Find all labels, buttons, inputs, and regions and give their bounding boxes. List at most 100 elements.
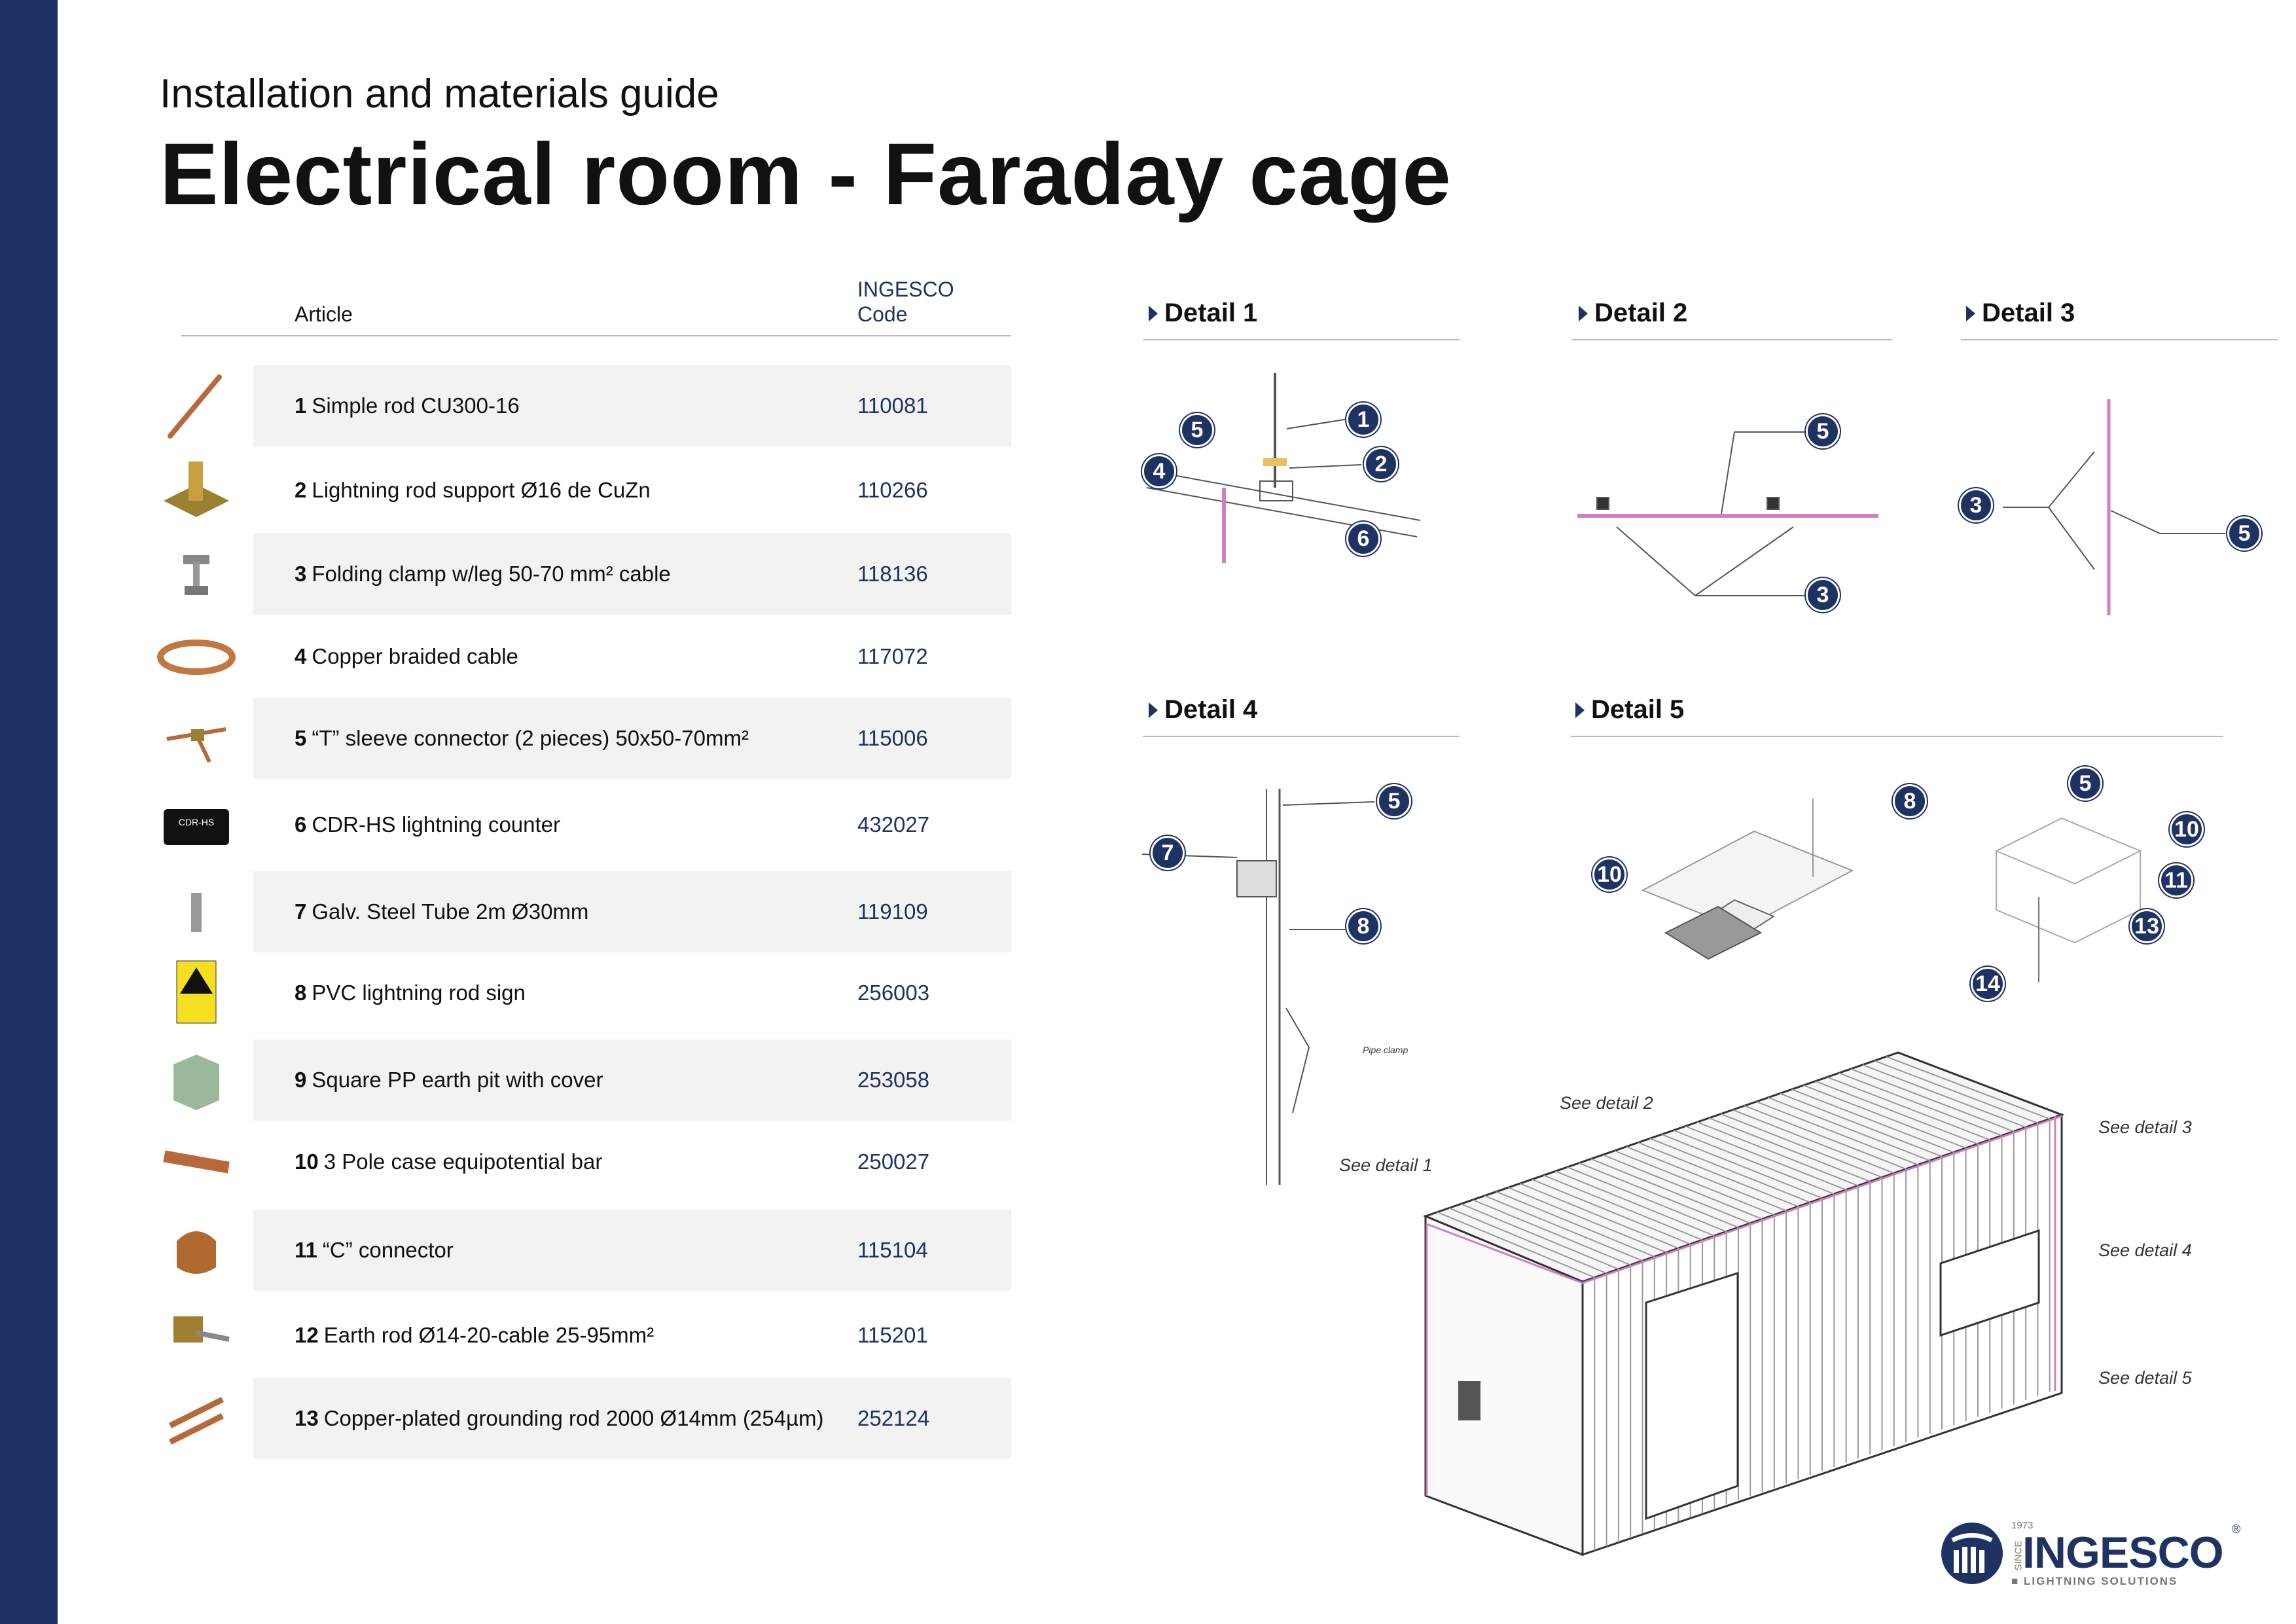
column-header-code: Code [857,302,908,326]
article-number: 2 [295,478,307,502]
divider [1572,339,1892,340]
article-label: Copper braided cable [312,644,518,668]
article-name: 5“T” sleeve connector (2 pieces) 50x50-7… [295,726,749,751]
table-row: 11“C” connector 115104 [253,1210,1011,1291]
article-code: 250027 [857,1149,930,1174]
article-code: 253058 [857,1068,930,1092]
article-code: 252124 [857,1406,930,1430]
product-image [157,1215,236,1287]
article-number: 11 [295,1238,317,1262]
pipe-clamp-label: Pipe clamp [1363,1045,1408,1055]
detail-4-heading: Detail 4 [1149,695,1257,725]
callout-badge: 2 [1364,447,1398,481]
callout-badge: 10 [2170,812,2204,846]
logo-year: 1973 [2011,1520,2034,1531]
product-image [157,370,236,442]
detail-2-title: Detail 2 [1594,298,1688,327]
article-label: “T” sleeve connector (2 pieces) 50x50-70… [312,726,749,750]
product-image [157,1300,236,1372]
product-image [157,1127,236,1199]
see-detail-1-note: See detail 1 [1339,1155,1433,1175]
see-detail-3-note: See detail 3 [2098,1117,2192,1137]
article-number: 10 [295,1149,319,1174]
article-label: “C” connector [322,1238,454,1262]
article-label: 3 Pole case equipotential bar [323,1149,603,1174]
detail-2-drawing [1577,431,1878,596]
article-code: 115201 [857,1323,928,1347]
container-drawing [1422,1051,2065,1557]
callout-badge: 1 [1346,403,1380,437]
callout-badge: 11 [2159,863,2193,897]
article-code: 110266 [857,478,928,502]
product-image [157,958,236,1030]
divider [1571,736,2223,737]
detail-1-drawing [1146,373,1421,563]
callout-badge: 8 [1346,909,1380,943]
page-subtitle: Installation and materials guide [160,71,719,117]
article-code: 115104 [857,1238,928,1262]
detail-3-heading: Detail 3 [1966,298,2075,328]
callout-badge: 6 [1346,522,1380,556]
callout-badge: 10 [1592,857,1626,892]
product-image: CDR-HS [157,789,236,861]
article-number: 12 [295,1323,319,1347]
product-image [157,539,236,611]
article-number: 8 [295,981,307,1005]
article-code: 432027 [857,812,930,837]
detail-5-title: Detail 5 [1591,695,1685,724]
article-number: 7 [295,899,307,924]
callout-badge: 3 [1959,488,1993,522]
article-number: 9 [295,1068,307,1092]
article-code: 110081 [857,393,928,418]
callout-badge: 5 [2227,516,2261,550]
logo-brand: INGESCO [2022,1528,2224,1578]
article-label: Simple rod CU300-16 [312,393,520,418]
divider [1143,339,1460,340]
see-detail-5-note: See detail 5 [2098,1368,2192,1388]
callout-badge: 5 [1180,413,1214,447]
caret-right-icon [1575,702,1585,718]
callout-badge: 5 [2068,767,2102,801]
callout-badge: 3 [1806,578,1840,612]
page-title: Electrical room - Faraday cage [160,126,1452,223]
caret-right-icon [1149,305,1158,321]
see-detail-4-note: See detail 4 [2098,1240,2192,1260]
article-number: 5 [295,726,307,750]
article-number: 13 [295,1406,319,1430]
table-row: 5“T” sleeve connector (2 pieces) 50x50-7… [253,698,1011,779]
article-code: 119109 [857,899,928,924]
detail-2-heading: Detail 2 [1579,298,1687,328]
article-label: CDR-HS lightning counter [312,812,561,837]
article-code: 118136 [857,562,928,586]
detail-5-drawing [1641,799,2142,982]
callout-badge: 7 [1151,836,1185,870]
article-label: Lightning rod support Ø16 de CuZn [312,478,651,502]
detail-1-heading: Detail 1 [1149,298,1257,328]
detail-3-drawing [2003,399,2225,615]
article-code: 256003 [857,981,930,1005]
article-number: 6 [295,812,307,837]
detail-5-heading: Detail 5 [1575,695,1684,725]
article-label: Folding clamp w/leg 50-70 mm² cable [312,562,671,586]
product-image [157,621,236,693]
detail-1-title: Detail 1 [1164,298,1258,327]
caret-right-icon [1966,305,1975,321]
logo-registered: ® [2232,1523,2241,1536]
detail-3-title: Detail 3 [1982,298,2075,327]
article-number: 1 [295,393,307,418]
caret-right-icon [1149,702,1158,718]
column-header-article: Article [295,302,353,326]
callout-badge: 8 [1893,784,1927,818]
product-image [157,876,236,948]
